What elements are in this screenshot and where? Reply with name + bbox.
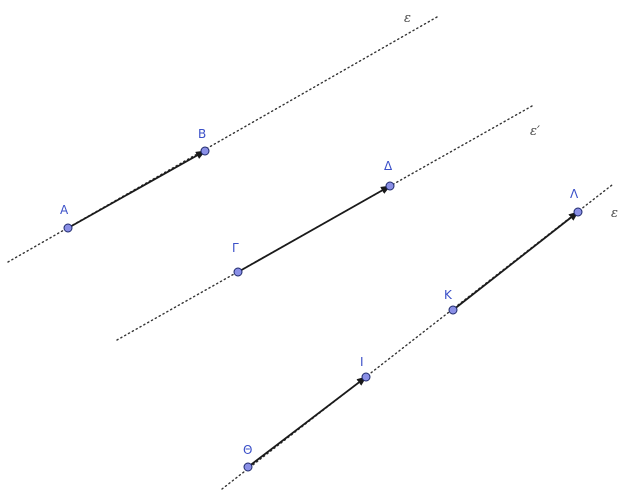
- point-delta[interactable]: [385, 181, 395, 191]
- point-gamma[interactable]: [233, 267, 243, 277]
- line-label-epsilon-prime: ε′: [530, 124, 540, 139]
- point-label-theta: Θ: [243, 443, 252, 457]
- point-label-delta: Δ: [384, 159, 393, 173]
- point-lambda[interactable]: [573, 207, 583, 217]
- line-epsilon: [7, 16, 438, 263]
- vector-alpha-beta: [67, 150, 206, 229]
- point-label-beta: Β: [198, 127, 206, 141]
- vector-theta-iota: [247, 376, 367, 468]
- vector-gamma-delta: [237, 185, 391, 273]
- point-label-alpha: Α: [60, 203, 69, 217]
- point-label-kappa: Κ: [444, 288, 453, 302]
- point-label-lambda: Λ: [570, 187, 579, 201]
- point-iota[interactable]: [361, 372, 371, 382]
- line-epsilon-lower: [221, 184, 613, 490]
- point-beta[interactable]: [200, 146, 210, 156]
- point-label-iota: Ι: [360, 355, 364, 369]
- point-kappa[interactable]: [448, 305, 458, 315]
- line-label-epsilon: ε: [404, 11, 411, 26]
- line-label-epsilon-lower: ε: [611, 206, 618, 221]
- point-label-gamma: Γ: [232, 241, 239, 255]
- point-alpha[interactable]: [63, 223, 73, 233]
- vector-kappa-lambda: [452, 211, 579, 311]
- point-theta[interactable]: [243, 462, 253, 472]
